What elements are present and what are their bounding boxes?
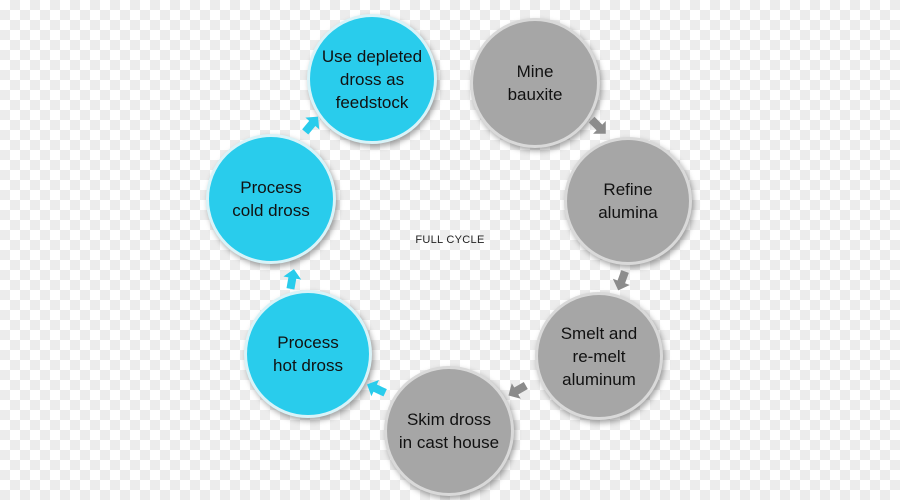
node-use-depleted-dross: Use depleted dross as feedstock: [307, 14, 437, 144]
node-smelt-remelt: Smelt and re-melt aluminum: [535, 292, 663, 420]
arrow-left-down-icon: [503, 377, 531, 404]
node-label: Process hot dross: [273, 333, 343, 375]
arrow-up-icon: [281, 267, 303, 291]
node-process-hot-dross: Process hot dross: [244, 290, 372, 418]
node-label: Mine bauxite: [507, 62, 563, 104]
node-refine-alumina: Refine alumina: [564, 137, 692, 265]
node-label: Skim dross in cast house: [398, 410, 500, 452]
arrow-down-icon: [609, 268, 634, 294]
node-label: Smelt and re-melt aluminum: [560, 323, 638, 389]
node-process-cold-dross: Process cold dross: [206, 134, 336, 264]
arrow-left-up-icon: [363, 376, 389, 401]
node-label: Process cold dross: [232, 178, 310, 220]
node-mine-bauxite: Mine bauxite: [470, 18, 600, 148]
node-label: Use depleted dross as feedstock: [321, 46, 423, 112]
node-label: Refine alumina: [598, 180, 658, 222]
center-label: FULL CYCLE: [415, 234, 485, 246]
node-skim-dross: Skim dross in cast house: [384, 366, 514, 496]
